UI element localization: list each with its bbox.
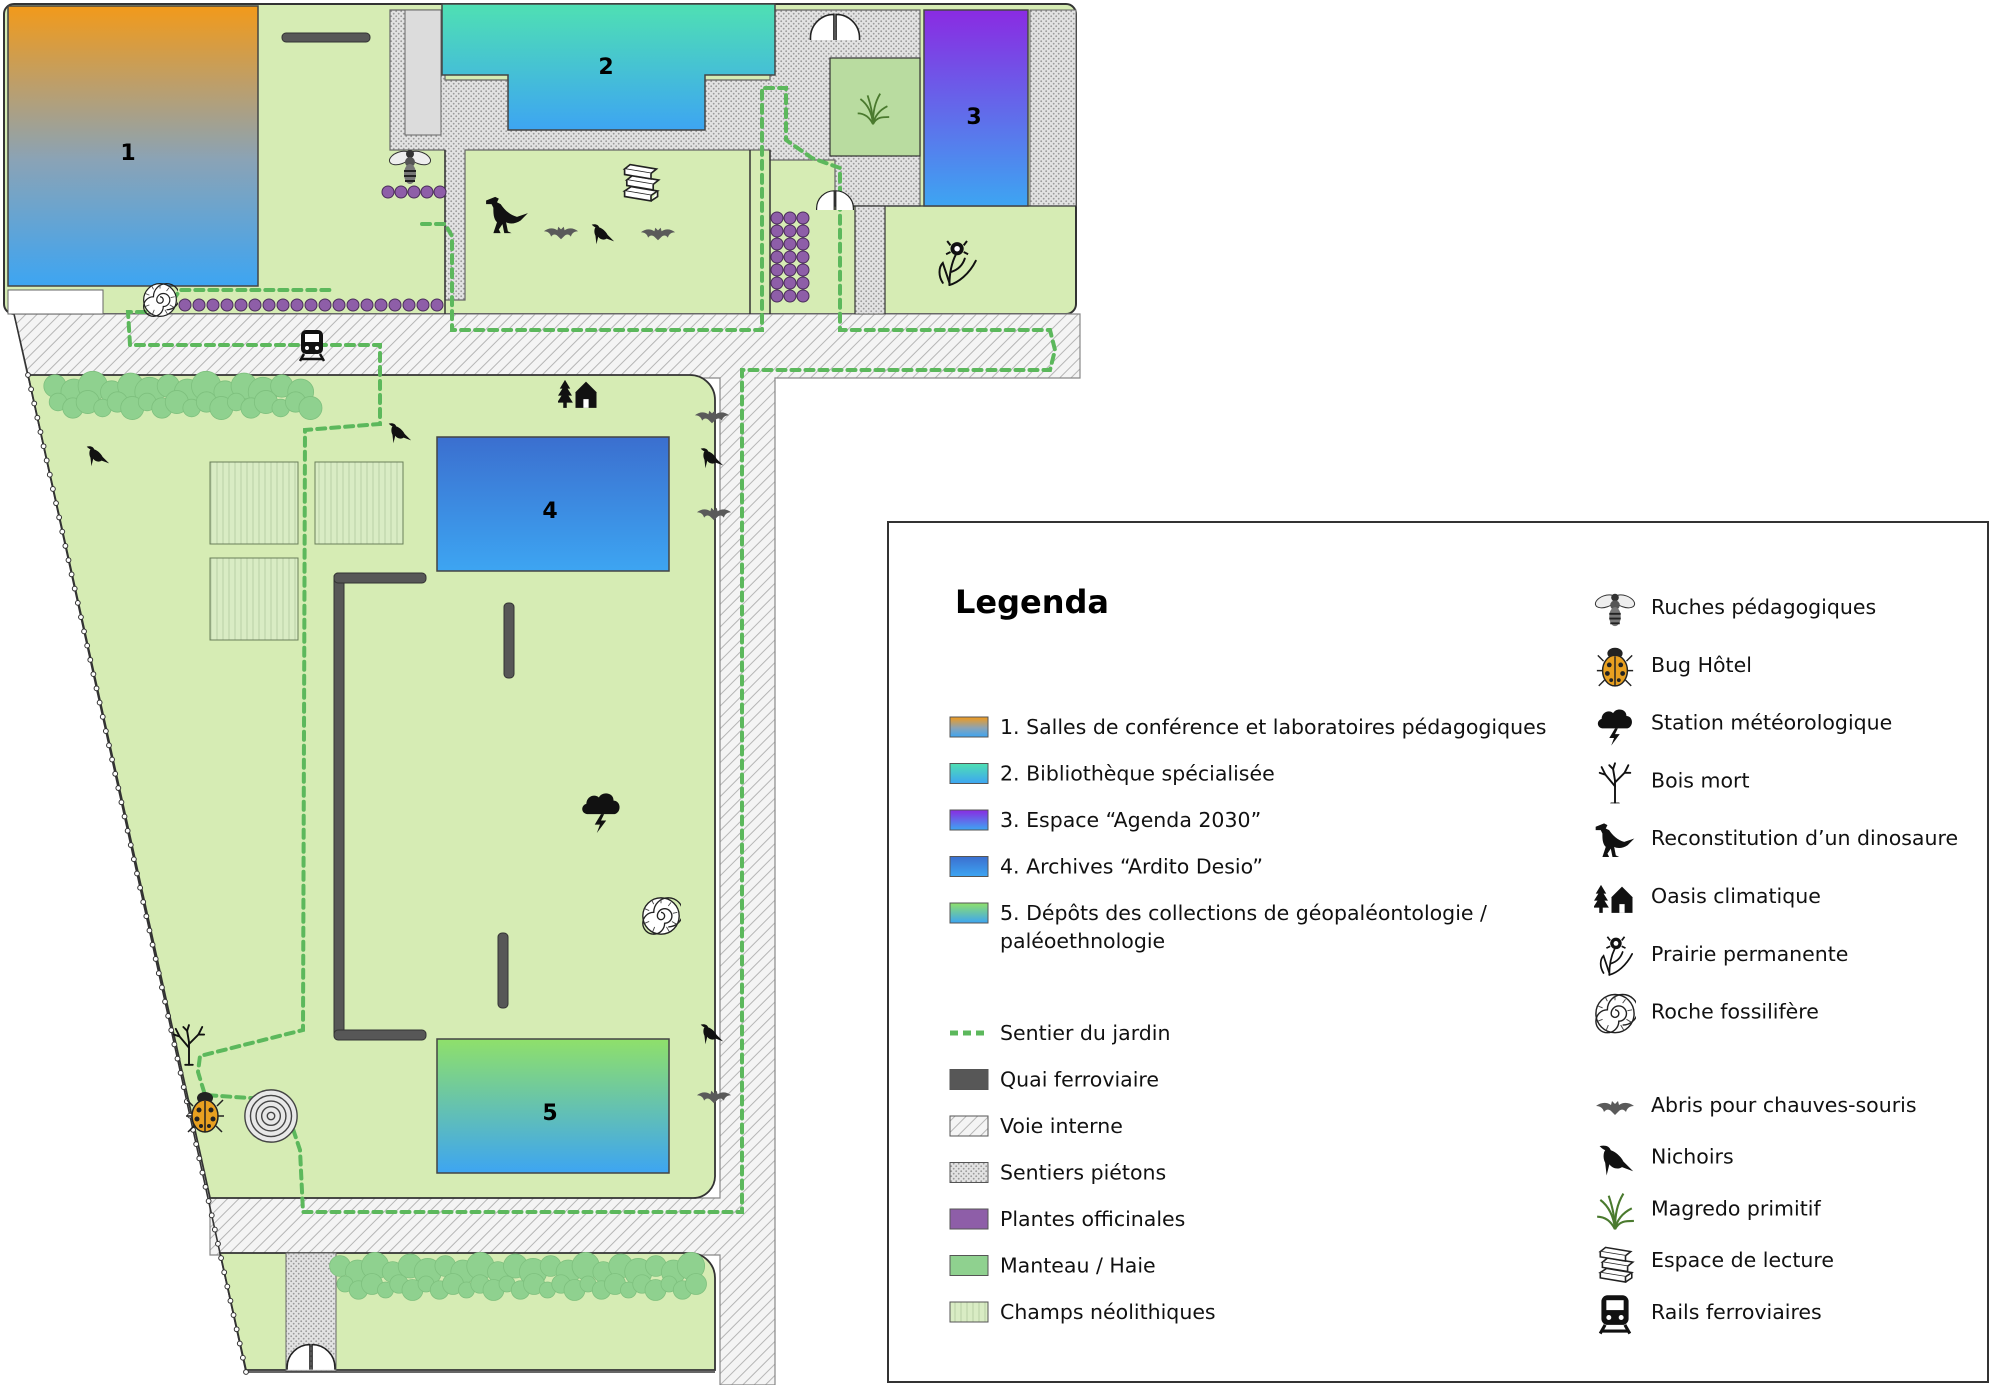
legend-title: Legenda [955,583,1109,621]
legend-symbol-row: Prairie permanente [1599,935,1848,976]
stone-spiral-icon [244,1089,298,1143]
legend-item-label: Roche fossilifère [1651,1000,1819,1024]
legend-item-label: Manteau / Haie [1000,1254,1156,1278]
fence [25,372,249,1375]
legend-item-label: Quai ferroviaire [1000,1068,1159,1092]
legend-feature-7: Champs néolithiques [949,1300,1216,1324]
legend-item-label: 1. Salles de conférence et laboratoires … [1000,715,1546,739]
legend-item-label: Voie interne [1000,1114,1123,1138]
building-4-label: 4 [542,499,557,524]
legend-symbol-row: Roche fossilifère [1595,993,1819,1034]
legend-item-label: Station météorologique [1651,711,1892,735]
legend-symbol-row: Espace de lecture [1599,1246,1834,1283]
hedges [43,370,707,1301]
legend-item-label: Champs néolithiques [1000,1300,1216,1324]
legend-item-label: Abris pour chauves-souris [1651,1093,1917,1117]
legend-feature-4: Sentiers piétons [949,1161,1166,1185]
legend-feature-1: Sentier du jardin [950,1021,1170,1045]
legend-symbol-row: Bois mort [1598,762,1749,804]
legend-item-label: Sentiers piétons [1000,1161,1166,1185]
building-1-label: 1 [120,141,135,166]
legend-item-label: Magredo primitif [1651,1196,1821,1220]
legend-area-1: 1. Salles de conférence et laboratoires … [949,715,1546,739]
legend-item-label: 2. Bibliothèque spécialisée [1000,762,1275,786]
legend-feature-6: Manteau / Haie [949,1254,1156,1278]
legend-symbol-row: Magredo primitif [1596,1192,1821,1231]
legend-item-label: Nichoirs [1651,1145,1734,1169]
legend-symbol-row: Ruches pédagogiques [1594,591,1876,628]
legend-symbol-row: Rails ferroviaires [1598,1293,1822,1335]
legend-area-2: 2. Bibliothèque spécialisée [949,762,1275,786]
legend-item-label: Bug Hôtel [1651,653,1752,677]
legend-item-label: Sentier du jardin [1000,1021,1170,1045]
legend-area-3: 3. Espace “Agenda 2030” [949,808,1261,832]
legend-item-label: Reconstitution d’un dinosaure [1651,826,1958,850]
legend-item-label: 4. Archives “Ardito Desio” [1000,855,1263,879]
legend-feature-3: Voie interne [949,1114,1123,1138]
legend-feature-2: Quai ferroviaire [949,1068,1159,1092]
legend-item-label: 3. Espace “Agenda 2030” [1000,808,1261,832]
legend-item-label: paléoethnologie [1000,929,1165,953]
legend-item-label: Prairie permanente [1651,942,1848,966]
garden-trail [125,86,1058,1214]
legend-item-label: Oasis climatique [1651,884,1821,908]
legend-symbol-row: Bug Hôtel [1596,646,1752,687]
legend-feature-5: Plantes officinales [949,1207,1185,1231]
building-5-label: 5 [542,1101,557,1126]
legend-item-label: 5. Dépôts des collections de géopaléonto… [1000,901,1487,925]
medicinal-plants [178,185,810,312]
building-2-label: 2 [598,55,613,80]
legend-item-label: Espace de lecture [1651,1248,1834,1272]
legend-symbol-row: Oasis climatique [1594,884,1821,913]
legend-symbol-row: Nichoirs [1599,1145,1734,1176]
legend: Legenda 1. Salles de conférence et labor… [887,521,1989,1383]
site-plan: 1 2 3 4 5 [3,3,1081,1385]
legend-symbol-row: Station météorologique [1597,709,1892,746]
legend-area-4: 4. Archives “Ardito Desio” [949,855,1263,879]
legend-symbol-row: Abris pour chauves-souris [1596,1093,1917,1117]
legend-item-label: Plantes officinales [1000,1207,1185,1231]
legend-item-label: Rails ferroviaires [1651,1300,1822,1324]
building-3-label: 3 [966,105,981,130]
legend-item-label: Ruches pédagogiques [1651,595,1876,619]
legend-area-5: 5. Dépôts des collections de géopaléonto… [949,901,1487,953]
legend-item-label: Bois mort [1651,768,1749,792]
legend-symbol-row: Reconstitution d’un dinosaure [1595,823,1958,857]
